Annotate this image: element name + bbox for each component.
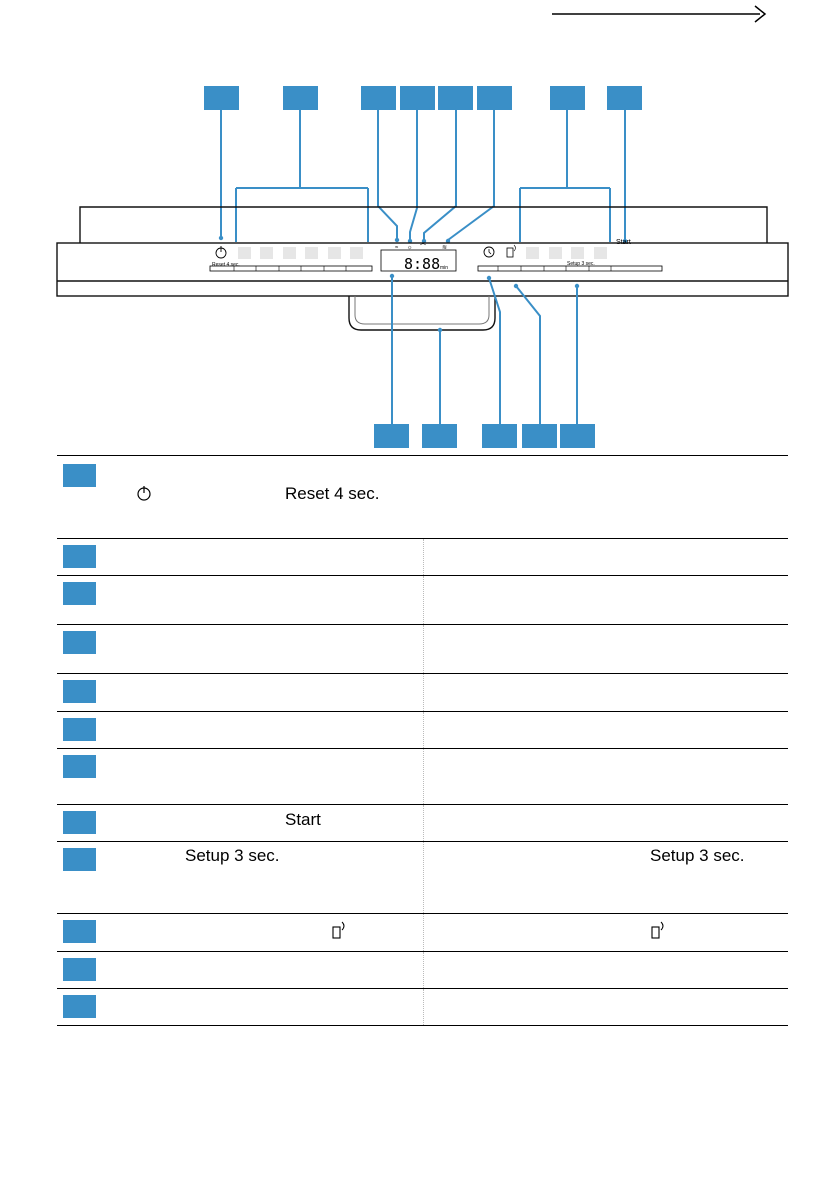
start-label: Start	[616, 239, 631, 246]
top-leader-lines	[218, 110, 628, 244]
legend-number-box	[63, 680, 96, 703]
legend-number-box	[63, 958, 96, 981]
legend-row	[57, 576, 788, 625]
callout-6	[477, 86, 512, 110]
legend-number-box	[63, 545, 96, 568]
callout-8	[607, 86, 642, 110]
callout-4	[400, 86, 435, 110]
legend-row	[57, 952, 788, 989]
legend-row	[57, 914, 788, 952]
left-touch-strip	[209, 265, 373, 272]
callout-7	[550, 86, 585, 110]
callout-1	[204, 86, 239, 110]
callout-13	[560, 424, 595, 448]
program-keys	[238, 247, 363, 259]
legend-number-box	[63, 995, 96, 1018]
legend-row	[57, 674, 788, 712]
remote-start-icon	[506, 244, 516, 258]
left-controls: Reset 4 sec.	[209, 246, 373, 272]
legend-row	[57, 625, 788, 674]
legend-number-box	[63, 718, 96, 741]
legend-number-box	[63, 582, 96, 605]
legend-row	[57, 712, 788, 749]
salt-icon: ☼	[407, 245, 413, 251]
legend-row	[57, 749, 788, 805]
legend-row	[57, 539, 788, 576]
setup-text: Setup 3 sec.	[650, 846, 745, 865]
right-touch-strip	[477, 265, 663, 272]
setup-text: Setup 3 sec.	[185, 846, 280, 865]
legend-number-box	[63, 848, 96, 871]
page-turn-arrow-icon	[552, 5, 767, 23]
callout-5	[438, 86, 473, 110]
power-icon	[215, 246, 227, 259]
panel-outline	[56, 206, 789, 331]
remote-start-icon	[649, 920, 669, 945]
display: ≈ ☼ ⌒ ≋ 8:88 min	[380, 244, 457, 273]
callout-11	[482, 424, 517, 448]
legend-number-box	[63, 755, 96, 778]
legend-number-box	[63, 920, 96, 943]
control-panel-diagram: Reset 4 sec. ≈ ☼ ⌒ ≋ 8:88 min	[56, 86, 789, 448]
display-unit: min	[440, 265, 448, 271]
start-text: Start	[285, 810, 321, 829]
water-tap-icon: ⌒	[420, 244, 426, 251]
bottom-leader-lines	[389, 273, 580, 424]
bottom-callouts	[374, 424, 595, 448]
power-icon	[135, 484, 153, 507]
callout-12	[522, 424, 557, 448]
legend-number-box	[63, 811, 96, 834]
rinse-aid-icon: ≈	[395, 245, 399, 251]
legend-number-box	[63, 631, 96, 654]
reset-label: Reset 4 sec.	[212, 262, 240, 268]
legend-row: Setup 3 sec. Setup 3 sec.	[57, 842, 788, 914]
callout-9	[374, 424, 409, 448]
callout-3	[361, 86, 396, 110]
legend-number-box	[63, 464, 96, 487]
setup-label: Setup 3 sec.	[567, 261, 595, 267]
right-controls: Setup 3 sec. Start	[477, 239, 663, 272]
wifi-icon: ≋	[442, 245, 447, 251]
legend-row: Start	[57, 805, 788, 842]
display-digits: 8:88	[404, 255, 440, 273]
callout-2	[283, 86, 318, 110]
top-callouts	[204, 86, 642, 110]
reset-text: Reset 4 sec.	[285, 484, 380, 503]
display-frame	[380, 249, 457, 272]
callout-10	[422, 424, 457, 448]
option-keys	[526, 247, 607, 259]
legend-row: Reset 4 sec.	[57, 455, 788, 539]
remote-start-icon	[330, 920, 350, 945]
legend-row	[57, 989, 788, 1026]
timer-icon	[483, 246, 495, 258]
legend-table: Reset 4 sec. Start Setup 3 sec. Setup 3 …	[57, 455, 788, 1026]
